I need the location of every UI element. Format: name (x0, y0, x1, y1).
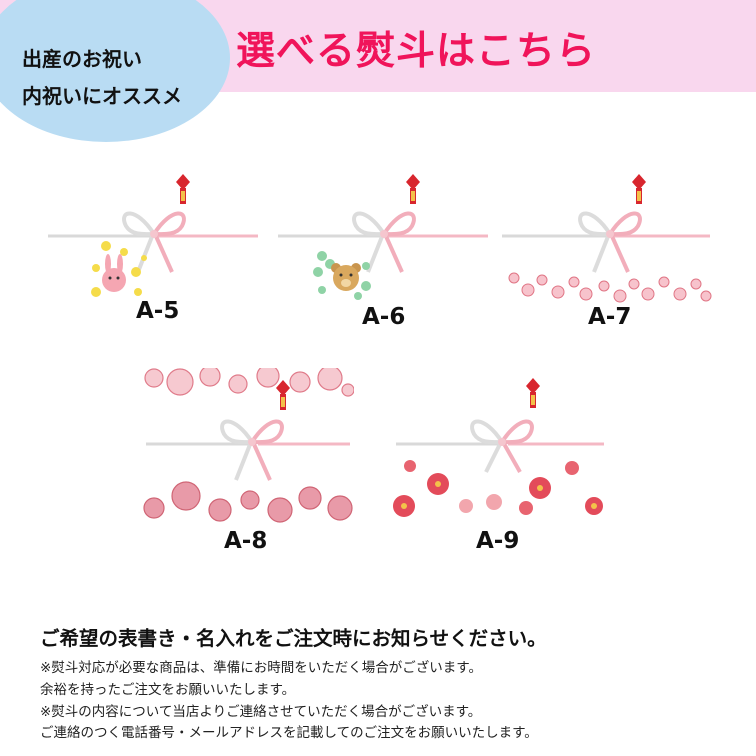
noshi-card-a8[interactable] (140, 368, 354, 524)
notice-note: ※熨斗の内容について当店よりご連絡させていただく場合がございます。 (40, 704, 482, 720)
ribbon-bow-icon (122, 211, 186, 273)
ribbon-bow-icon (352, 211, 416, 273)
recommend-badge (0, 0, 230, 142)
yellow-flower-icon (91, 241, 147, 297)
red-daisy-icon (393, 460, 603, 517)
page-title: 選べる熨斗はこちら (236, 29, 597, 74)
badge-line-1: 出産のお祝い (22, 47, 142, 71)
noshi-ornament-icon (526, 378, 540, 408)
bear-icon (331, 263, 361, 291)
pink-blossom-icon (508, 272, 712, 303)
noshi-card-a7[interactable] (496, 168, 716, 308)
notice-note: ご連絡のつく電話番号・メールアドレスを記載してのご注文をお願いいたします。 (40, 725, 538, 741)
bunny-icon (102, 254, 126, 292)
noshi-label-a8: A-8 (224, 528, 268, 554)
noshi-ornament-icon (406, 174, 420, 204)
notice-main: ご希望の表書き・名入れをご注文時にお知らせください。 (40, 627, 547, 650)
notice-note: ※熨斗対応が必要な商品は、準備にお時間をいただく場合がございます。 (40, 660, 482, 676)
plum-blossom-top-icon (144, 368, 354, 397)
noshi-card-a5[interactable] (40, 168, 266, 308)
plum-blossom-bottom-icon (143, 481, 353, 523)
ribbon-bow-icon (470, 419, 534, 473)
noshi-label-a9: A-9 (476, 528, 520, 554)
noshi-ornament-icon (176, 174, 190, 204)
noshi-card-a9[interactable] (390, 372, 610, 524)
noshi-label-a5: A-5 (136, 298, 180, 324)
badge-line-2: 内祝いにオススメ (22, 84, 182, 108)
notice-note: 余裕を持ったご注文をお願いいたします。 (40, 682, 296, 698)
ribbon-bow-icon (578, 211, 642, 273)
noshi-label-a7: A-7 (588, 304, 632, 330)
noshi-ornament-icon (632, 174, 646, 204)
noshi-label-a6: A-6 (362, 304, 406, 330)
noshi-ornament-icon (276, 380, 290, 410)
ribbon-bow-icon (220, 419, 284, 481)
noshi-card-a6[interactable] (270, 168, 496, 308)
